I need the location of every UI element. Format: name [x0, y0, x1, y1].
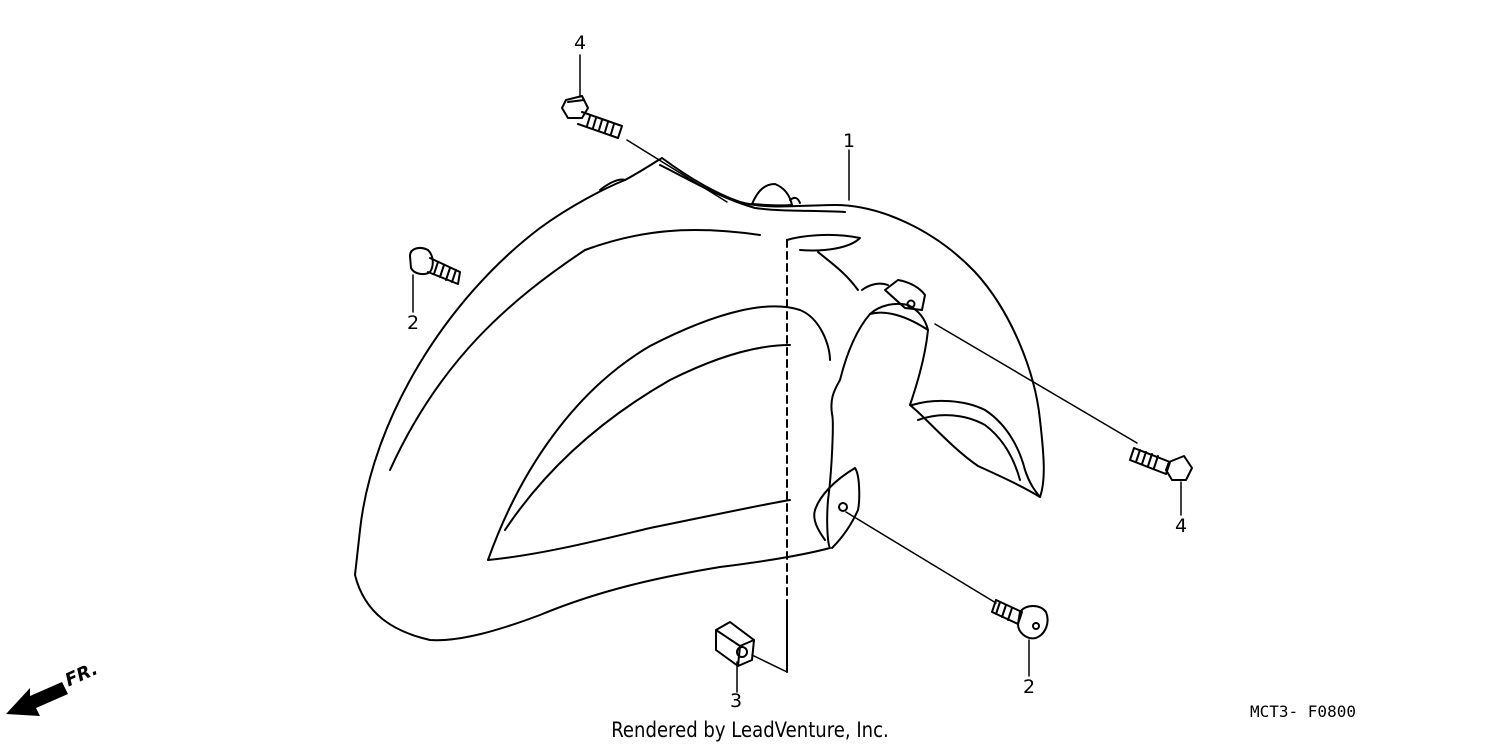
callout-4-top[interactable]: 4: [574, 32, 587, 54]
callout-3[interactable]: 3: [730, 690, 743, 712]
mount-hole: [838, 502, 848, 512]
mount-hole: [906, 299, 916, 309]
callout-2-left[interactable]: 2: [407, 312, 420, 334]
diagram-code: MCT3- F0800: [1250, 702, 1356, 721]
bolt-4-top: [561, 95, 623, 139]
nut-3: [715, 621, 755, 667]
callout-4-right[interactable]: 4: [1175, 515, 1188, 537]
render-credit: Rendered by LeadVenture, Inc.: [611, 718, 889, 742]
callout-1[interactable]: 1: [843, 130, 856, 152]
front-direction-arrow: [6, 682, 68, 716]
bolt-2-left: [409, 247, 461, 285]
bolt-4-right: [1129, 447, 1193, 481]
callout-2-right[interactable]: 2: [1023, 676, 1036, 698]
front-fender: [354, 157, 1045, 673]
bolt-2-right: [991, 599, 1049, 640]
